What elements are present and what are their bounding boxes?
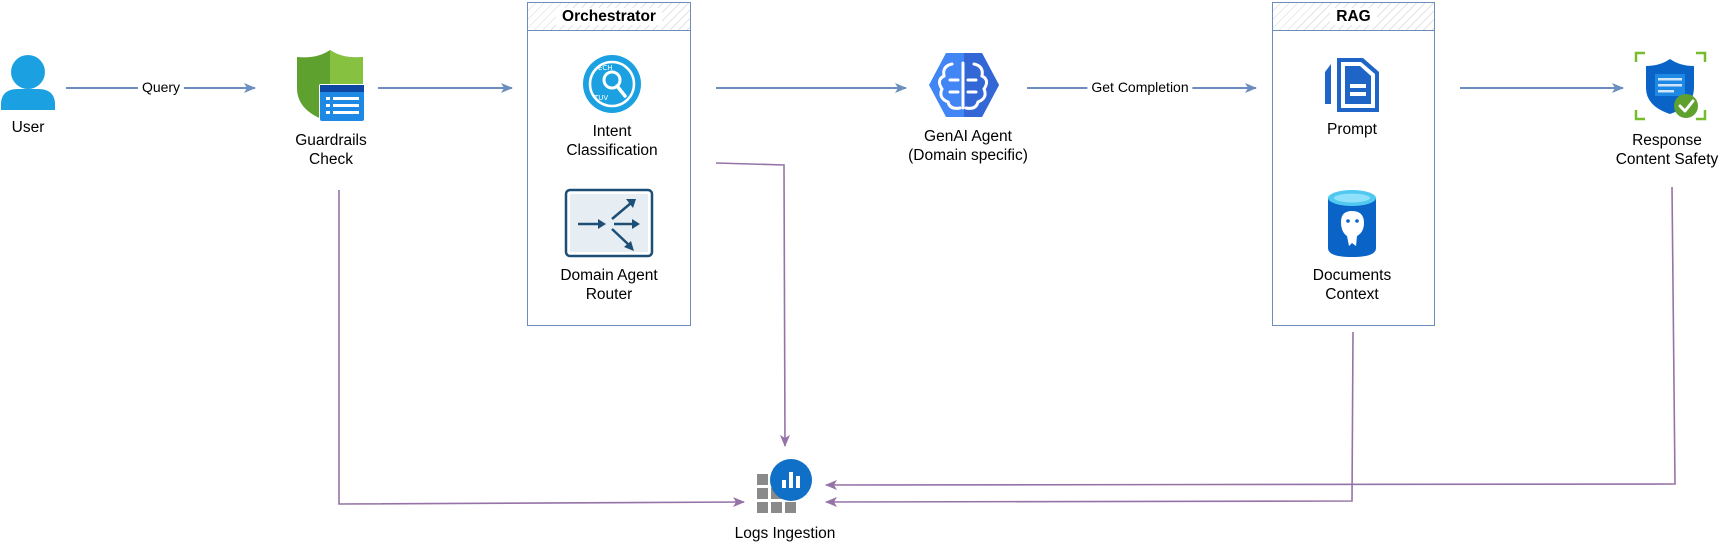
- orchestrator-container: Orchestrator: [527, 2, 691, 326]
- guardrails-label-line1: Guardrails: [295, 132, 367, 149]
- shield-checklist-icon: [297, 50, 365, 122]
- brain-icon: [929, 53, 999, 117]
- prompt-label-text: Prompt: [1327, 121, 1377, 138]
- intent-classification-icon: ECH TUV: [583, 55, 641, 113]
- intent-label-line2: Classification: [566, 142, 658, 159]
- safety-label: Response Content Safety: [1616, 131, 1719, 169]
- router-label-line2: Router: [585, 286, 633, 303]
- genai-label: GenAI Agent (Domain specific): [908, 127, 1028, 165]
- shield-check-icon: [1634, 51, 1707, 121]
- analytics-icon: [757, 459, 812, 513]
- user-label: User: [12, 118, 45, 137]
- prompt-label: Prompt: [1327, 120, 1377, 139]
- rag-container: RAG: [1272, 2, 1435, 326]
- intent-label-line1: Intent: [592, 123, 632, 140]
- guardrails-label: Guardrails Check: [295, 131, 367, 169]
- documents-label-line2: Context: [1325, 286, 1379, 303]
- edge-safety-to-logs: [825, 186, 1676, 490]
- guardrails-label-line2: Check: [309, 151, 353, 168]
- orchestrator-header: Orchestrator: [528, 3, 690, 31]
- edge-orchestrator-to-logs: [715, 162, 790, 447]
- router-label: Domain Agent Router: [560, 266, 657, 304]
- user-icon: [1, 55, 55, 110]
- router-label-line1: Domain Agent: [560, 267, 658, 284]
- svg-text:ECH: ECH: [598, 64, 613, 72]
- database-icon: [1328, 190, 1376, 257]
- document-icon: [1325, 58, 1379, 112]
- intent-label: Intent Classification: [566, 122, 657, 160]
- genai-label-line1: GenAI Agent: [924, 128, 1012, 145]
- edge-rag-to-logs: [825, 331, 1354, 507]
- documents-label: Documents Context: [1313, 266, 1391, 304]
- edge-label-query: Query: [137, 79, 185, 95]
- edge-label-get-completion: Get Completion: [1087, 79, 1193, 95]
- logs-label-text: Logs Ingestion: [734, 525, 836, 542]
- router-icon: [564, 188, 654, 258]
- genai-label-line2: (Domain specific): [908, 147, 1028, 164]
- svg-text:TUV: TUV: [593, 94, 608, 102]
- rag-header: RAG: [1273, 3, 1434, 31]
- user-label-text: User: [11, 119, 45, 136]
- documents-label-line1: Documents: [1312, 267, 1392, 284]
- edge-guardrails-to-logs: [338, 190, 745, 508]
- safety-label-line2: Content Safety: [1615, 151, 1719, 168]
- orchestrator-title: Orchestrator: [556, 8, 662, 25]
- rag-title: RAG: [1330, 8, 1377, 25]
- safety-label-line1: Response: [1632, 132, 1702, 149]
- logs-label: Logs Ingestion: [735, 524, 836, 543]
